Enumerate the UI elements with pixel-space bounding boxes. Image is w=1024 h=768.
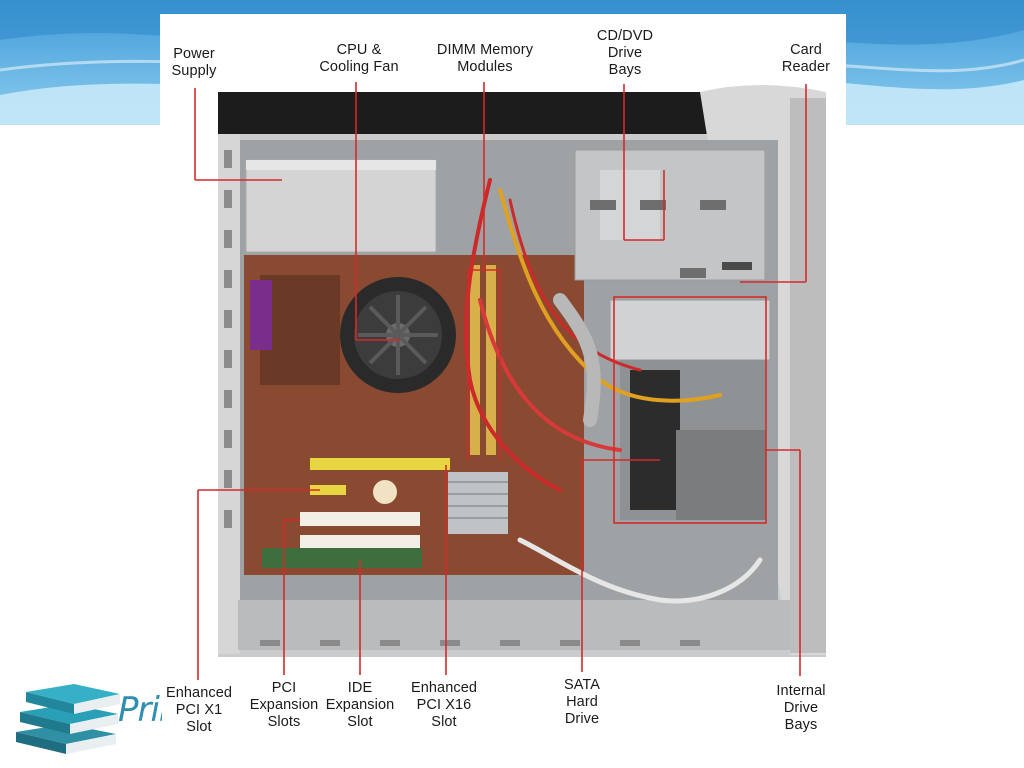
leader-lines <box>194 82 807 680</box>
drive-cage <box>574 149 771 520</box>
label-cpu-cooling-fan: CPU &Cooling Fan <box>319 42 399 75</box>
stacked-books-icon <box>16 684 120 754</box>
logo-text: Prime <box>118 690 162 730</box>
motherboard <box>244 255 584 575</box>
power-supply-unit <box>245 159 437 253</box>
cables <box>464 178 763 604</box>
